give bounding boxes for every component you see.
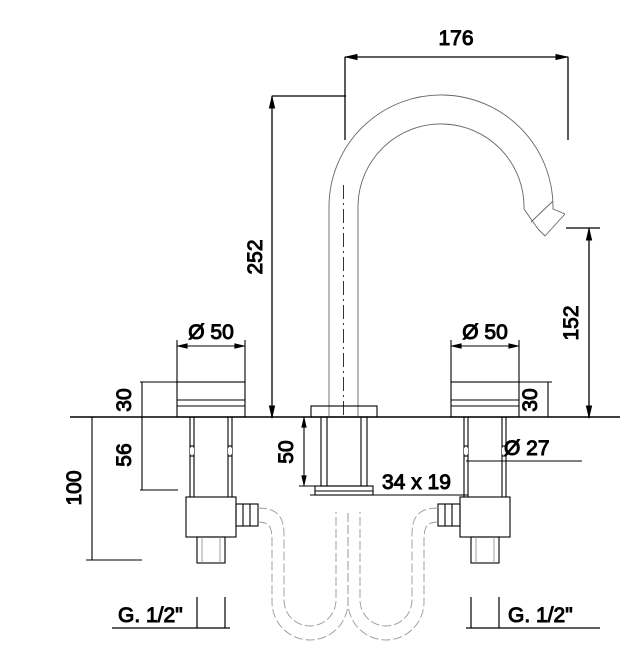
dim-overall-height [268, 94, 346, 420]
dim-label-overall-height: 252 [244, 239, 267, 274]
dim-label-spout-reach: 176 [438, 27, 473, 50]
dim-thread-right [466, 597, 600, 629]
dim-label-handle-flange-left: 30 [113, 388, 136, 411]
dim-label-handle-flange-right: 30 [519, 388, 542, 411]
dim-shank-depth-left [140, 417, 178, 491]
dim-handle-diameter-right [450, 340, 520, 383]
dim-label-shank-diameter: Ø 27 [504, 437, 550, 460]
dim-outlet-height [566, 226, 600, 420]
dim-spout-base-depth [299, 416, 321, 487]
dim-handle-flange-right [518, 381, 552, 418]
dim-label-handle-diameter-left: Ø 50 [188, 321, 234, 344]
dim-label-total-under-counter: 100 [63, 470, 86, 505]
spout-base-body [310, 405, 378, 496]
dim-label-thread-left: G. 1/2" [118, 604, 183, 627]
left-handle-assembly [176, 381, 259, 564]
dim-label-outlet-height: 152 [560, 305, 583, 340]
dim-spout-reach [343, 53, 570, 140]
dim-total-under-counter [86, 416, 142, 561]
gooseneck-spout [328, 94, 566, 418]
dim-label-shank-depth-left: 56 [113, 443, 136, 466]
dim-label-thread-right: G. 1/2" [508, 604, 573, 627]
flexible-hoses [257, 507, 439, 641]
dim-label-spout-base-depth: 50 [275, 440, 298, 463]
right-handle-assembly [437, 381, 520, 564]
dim-handle-diameter-left [176, 340, 246, 383]
dim-label-handle-diameter-right: Ø 50 [462, 321, 508, 344]
dim-thread-left [112, 597, 230, 629]
right-tail-thread-lines [475, 537, 495, 563]
left-tail-thread-lines [201, 537, 221, 563]
dim-label-base-footprint: 34 x 19 [382, 471, 451, 494]
dim-handle-flange-left [140, 381, 178, 418]
